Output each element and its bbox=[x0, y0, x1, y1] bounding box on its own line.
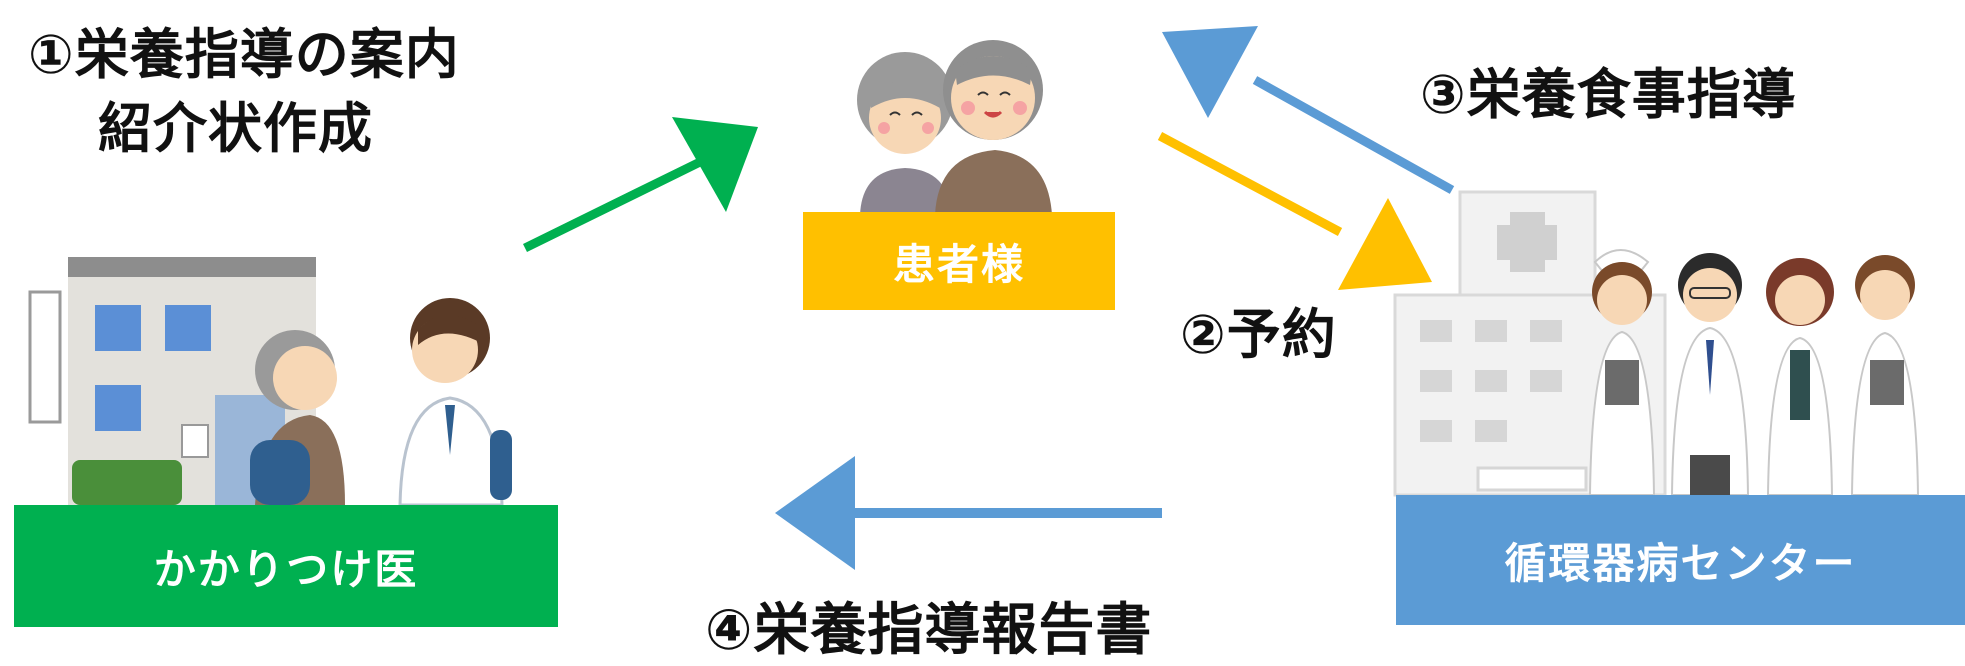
patient-box: 患者様 bbox=[803, 212, 1115, 310]
step1-label-line1: ①栄養指導の案内 bbox=[28, 23, 460, 86]
arrow-hospital-to-clinic bbox=[775, 456, 1162, 570]
step4-label: ④栄養指導報告書 bbox=[705, 598, 1153, 663]
patient-box-label: 患者様 bbox=[892, 239, 1025, 289]
hospital-illustration bbox=[1393, 190, 1920, 497]
clinic-box: かかりつけ医 bbox=[14, 505, 558, 627]
step1-label-line2: 紹介状作成 bbox=[98, 97, 373, 160]
arrow-patient-to-hospital bbox=[1157, 132, 1432, 290]
elderly-couple-illustration bbox=[857, 40, 1052, 215]
step2-label: ②予約 bbox=[1180, 303, 1337, 366]
hospital-box-label: 循環器病センター bbox=[1504, 538, 1857, 588]
arrow-clinic-to-patient bbox=[523, 117, 758, 253]
clinic-illustration bbox=[28, 257, 512, 507]
arrow-hospital-to-patient bbox=[1162, 26, 1455, 194]
hospital-box: 循環器病センター bbox=[1396, 495, 1965, 625]
step3-label: ③栄養食事指導 bbox=[1420, 63, 1797, 126]
clinic-box-label: かかりつけ医 bbox=[153, 544, 419, 594]
